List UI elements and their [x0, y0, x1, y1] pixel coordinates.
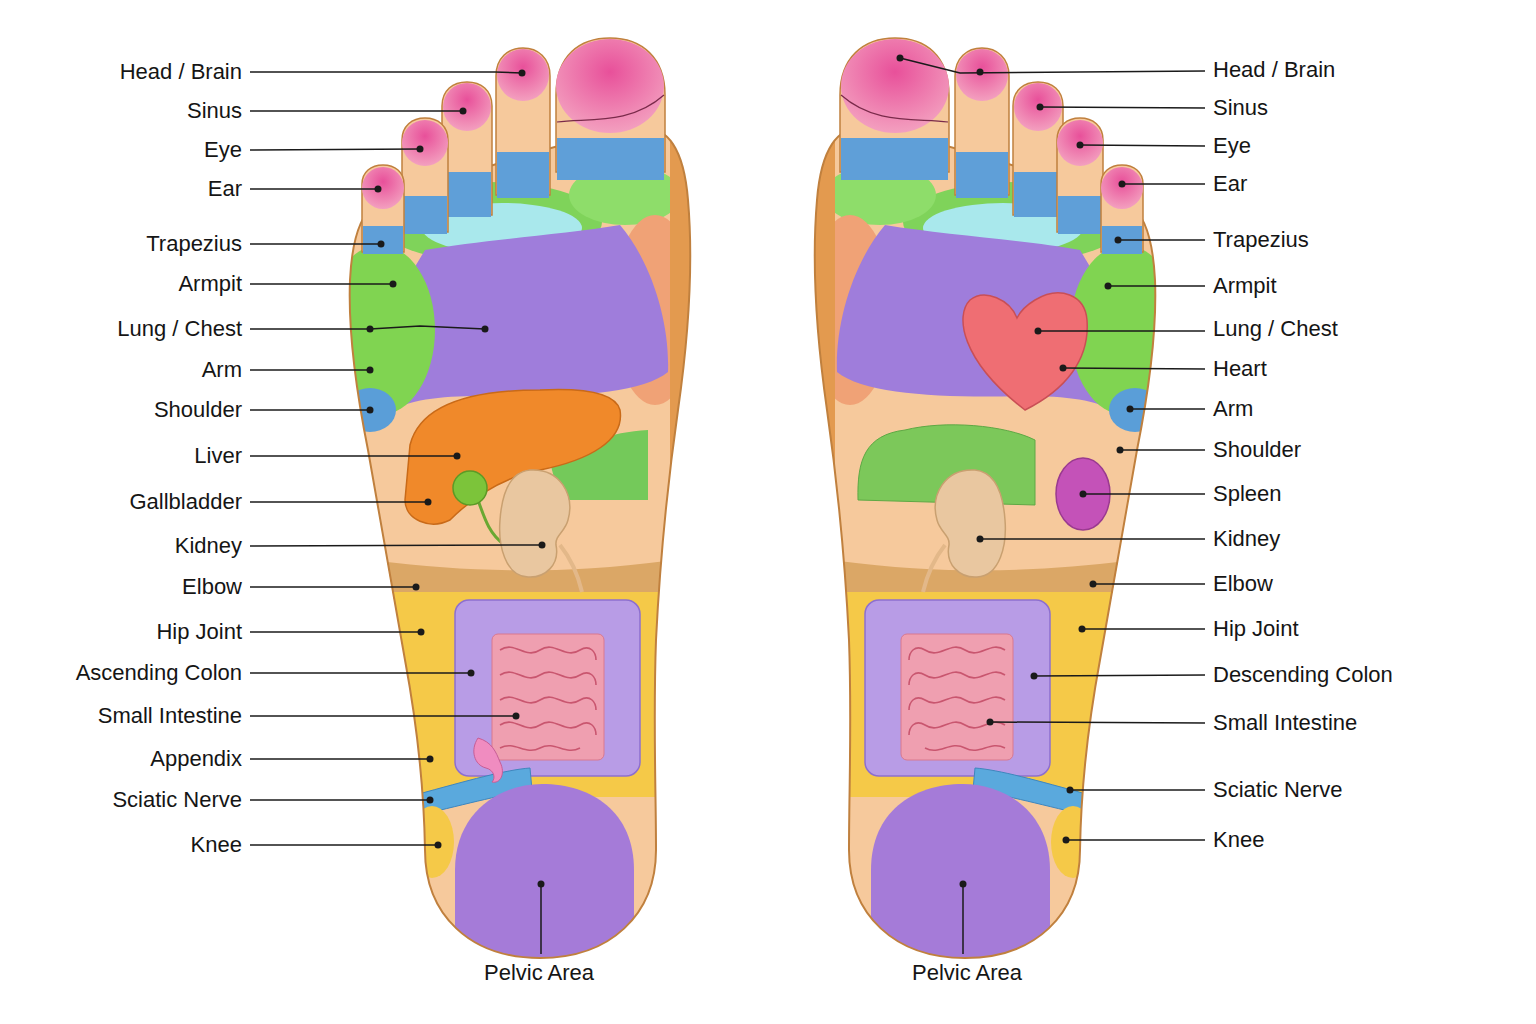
organ-label: Knee	[191, 832, 242, 858]
organ-label: Kidney	[175, 533, 242, 559]
organ-label: Small Intestine	[1213, 710, 1357, 736]
organ-label: Descending Colon	[1213, 662, 1393, 688]
leader-dots-right	[897, 55, 1134, 888]
organ-label: Armpit	[178, 271, 242, 297]
right-foot	[795, 38, 1180, 970]
organ-label: Arm	[1213, 396, 1253, 422]
organ-label: Gallbladder	[129, 489, 242, 515]
organ-label: Sciatic Nerve	[1213, 777, 1343, 803]
organ-label: Lung / Chest	[117, 316, 242, 342]
organ-label: Lung / Chest	[1213, 316, 1338, 342]
organ-label: Liver	[194, 443, 242, 469]
organ-label: Shoulder	[1213, 437, 1301, 463]
gallbladder-organ	[453, 471, 487, 505]
ureter	[560, 545, 582, 592]
organ-label: Armpit	[1213, 273, 1277, 299]
leader-dots-left	[367, 70, 546, 888]
organ-label: Appendix	[150, 746, 242, 772]
organ-label: Head / Brain	[120, 59, 242, 85]
organ-label: Arm	[202, 357, 242, 383]
organ-label: Kidney	[1213, 526, 1280, 552]
organ-label: Ear	[1213, 171, 1247, 197]
organ-label: Sinus	[1213, 95, 1268, 121]
organ-label: Ear	[208, 176, 242, 202]
organ-label: Ascending Colon	[76, 660, 242, 686]
organ-label: Eye	[1213, 133, 1251, 159]
leader-lines-right	[900, 58, 1205, 954]
organ-label: Elbow	[1213, 571, 1273, 597]
organ-label: Sinus	[187, 98, 242, 124]
heart-organ	[963, 293, 1087, 410]
organ-label: Pelvic Area	[484, 960, 594, 986]
kidney-organ	[500, 470, 570, 577]
organ-label: Pelvic Area	[912, 960, 1022, 986]
organ-label: Spleen	[1213, 481, 1282, 507]
organ-label: Shoulder	[154, 397, 242, 423]
organ-label: Small Intestine	[98, 703, 242, 729]
kidney-organ	[935, 470, 1005, 577]
organ-label: Elbow	[182, 574, 242, 600]
organ-label: Trapezius	[1213, 227, 1309, 253]
appendix-organ	[474, 738, 503, 782]
organ-label: Heart	[1213, 356, 1267, 382]
organ-label: Hip Joint	[156, 619, 242, 645]
leader-lines-left	[250, 72, 542, 954]
organ-label: Trapezius	[146, 231, 242, 257]
ureter	[923, 545, 945, 592]
organ-label: Hip Joint	[1213, 616, 1299, 642]
organ-label: Eye	[204, 137, 242, 163]
organ-label: Sciatic Nerve	[112, 787, 242, 813]
left-foot	[325, 38, 710, 970]
organ-label: Knee	[1213, 827, 1264, 853]
organ-label: Head / Brain	[1213, 57, 1335, 83]
